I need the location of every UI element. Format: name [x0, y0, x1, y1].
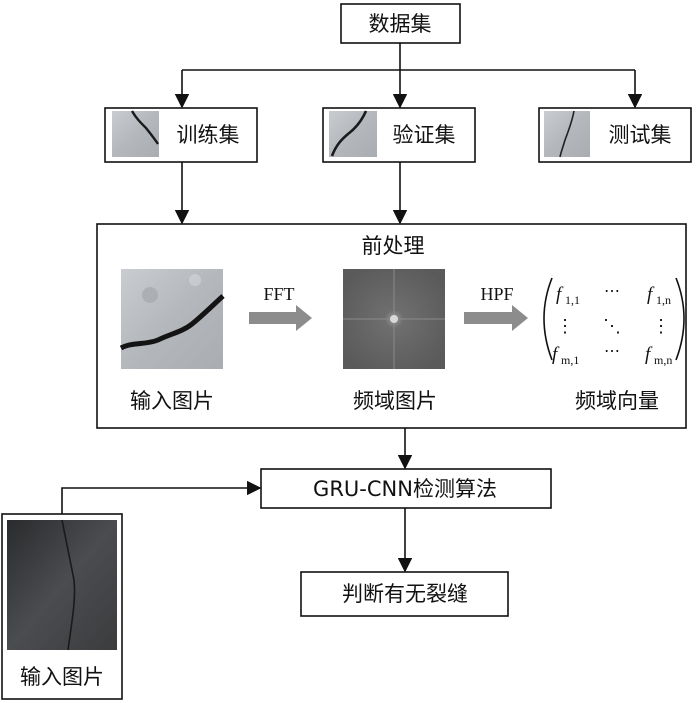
matrix-vdots-right: ⋮ — [652, 316, 670, 336]
matrix-fm1-sub: m,1 — [561, 353, 579, 367]
train-thumbnail — [112, 110, 159, 157]
input-image2 — [7, 519, 117, 651]
matrix-left-paren — [543, 277, 553, 361]
hpf-label: HPF — [480, 284, 513, 304]
matrix-f1n-sub: 1,n — [656, 293, 671, 307]
dataset-box — [340, 3, 461, 44]
matrix-f11-sub: 1,1 — [565, 293, 580, 307]
model-label: GRU-CNN检测算法 — [313, 477, 497, 501]
matrix-right-paren — [675, 277, 685, 361]
valid-thumbnail — [329, 110, 377, 157]
result-label: 判断有无裂缝 — [342, 582, 468, 606]
matrix-fmn: f — [645, 344, 653, 365]
frequency-vector-label: 频域向量 — [575, 389, 659, 413]
matrix-hdots-bottom: ⋯ — [604, 343, 620, 360]
matrix-fm1: f — [552, 344, 560, 365]
dataset-label: 数据集 — [369, 12, 432, 36]
matrix-f1n: f — [647, 284, 655, 305]
frequency-image-label: 频域图片 — [353, 389, 437, 413]
result-box — [300, 571, 509, 617]
fft-arrow — [249, 305, 312, 331]
matrix-f11: f — [556, 284, 564, 305]
matrix-hdots-top: ⋯ — [604, 283, 620, 300]
matrix-fmn-sub: m,n — [654, 353, 672, 367]
fft-label: FFT — [263, 284, 294, 304]
test-thumbnail — [544, 110, 590, 158]
input-image-label: 输入图片 — [130, 389, 214, 413]
input-image2-label: 输入图片 — [20, 665, 104, 689]
train-label: 训练集 — [177, 123, 240, 147]
matrix-ddots: ⋱ — [603, 316, 621, 336]
test-label: 测试集 — [609, 123, 672, 147]
arrow-input2-model — [61, 480, 262, 514]
frequency-matrix: f 1,1 ⋯ f 1,n ⋮ ⋱ ⋮ f m,1 ⋯ f m,n — [543, 277, 685, 367]
input-image — [119, 269, 225, 369]
model-box — [260, 468, 552, 509]
preprocess-title: 前处理 — [362, 234, 425, 258]
hpf-arrow — [464, 305, 528, 331]
valid-label: 验证集 — [393, 123, 456, 147]
frequency-image — [343, 269, 445, 369]
matrix-vdots-left: ⋮ — [556, 316, 574, 336]
